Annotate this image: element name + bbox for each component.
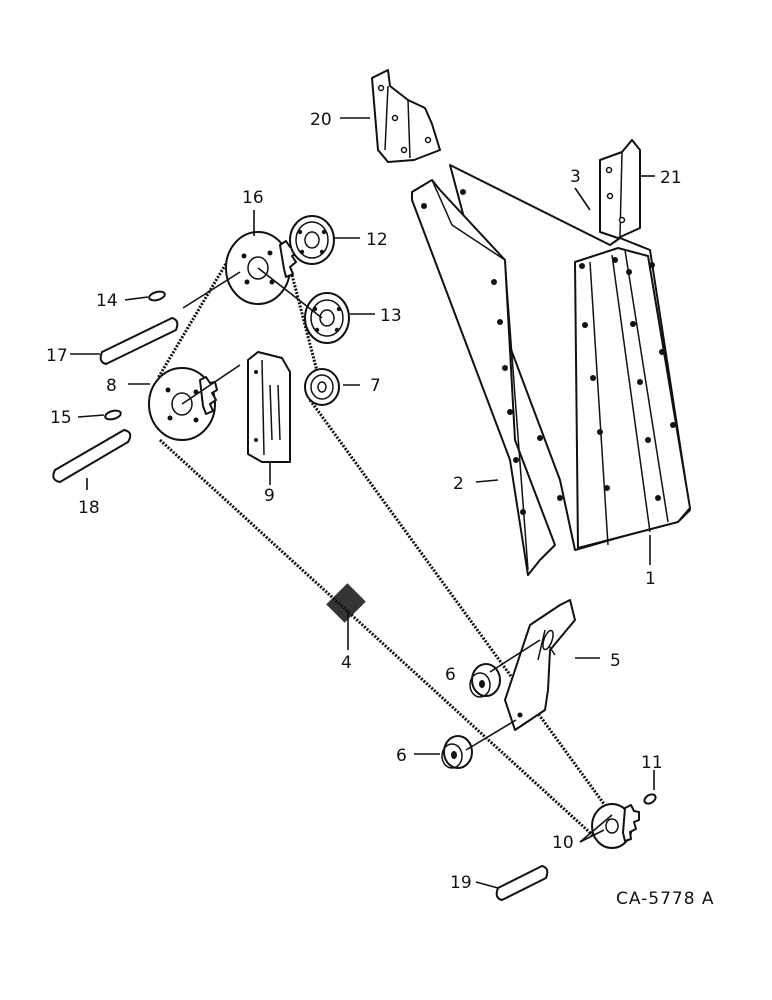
shaft-18: [52, 429, 132, 483]
key-15: [104, 409, 122, 421]
callout-12: 12: [366, 230, 388, 250]
sprocket-10: [591, 803, 640, 849]
key-14: [148, 290, 166, 302]
callout-9: 9: [264, 486, 275, 506]
callout-4: 4: [341, 653, 352, 673]
callout-16: 16: [242, 188, 264, 208]
bracket-20: [371, 69, 441, 163]
callout-15: 15: [50, 408, 72, 428]
callout-2: 2: [453, 474, 464, 494]
mounting-plate-9: [247, 351, 291, 463]
leader-lines: [70, 117, 655, 889]
sprocket-16: [225, 231, 298, 305]
spacer-6-upper: [469, 663, 501, 698]
callout-3: 3: [570, 167, 581, 187]
spacer-6-lower: [441, 735, 473, 769]
callout-18: 18: [78, 498, 100, 518]
callouts: 1 2 3 4 5 6 6 7 8 9 10 11 12 13 14 15 16…: [46, 110, 682, 893]
chain-connector-link: [326, 583, 366, 623]
drawing-code: CA-5778 A: [616, 889, 715, 909]
callout-11: 11: [641, 753, 663, 773]
shaft-17: [99, 317, 179, 365]
callout-6a: 6: [445, 665, 456, 685]
callout-8: 8: [106, 376, 117, 396]
callout-17: 17: [46, 346, 68, 366]
callout-6b: 6: [396, 746, 407, 766]
callout-19: 19: [450, 873, 472, 893]
callout-13: 13: [380, 306, 402, 326]
callout-14: 14: [96, 291, 118, 311]
callout-10: 10: [552, 833, 574, 853]
drive-chain: [156, 233, 614, 842]
callout-20: 20: [310, 110, 332, 130]
callout-5: 5: [610, 651, 621, 671]
callout-7: 7: [370, 376, 381, 396]
key-11: [643, 793, 657, 805]
tensioner-bracket-5: [504, 599, 576, 731]
shaft-19: [495, 865, 549, 901]
hub-13: [304, 292, 350, 344]
callout-21: 21: [660, 168, 682, 188]
channel-panel-1: [449, 164, 691, 551]
idler-sprocket-7: [304, 368, 340, 406]
callout-1: 1: [645, 569, 656, 589]
hub-12: [289, 215, 335, 265]
side-panel-2: [411, 179, 563, 576]
bracket-21: [599, 139, 641, 239]
